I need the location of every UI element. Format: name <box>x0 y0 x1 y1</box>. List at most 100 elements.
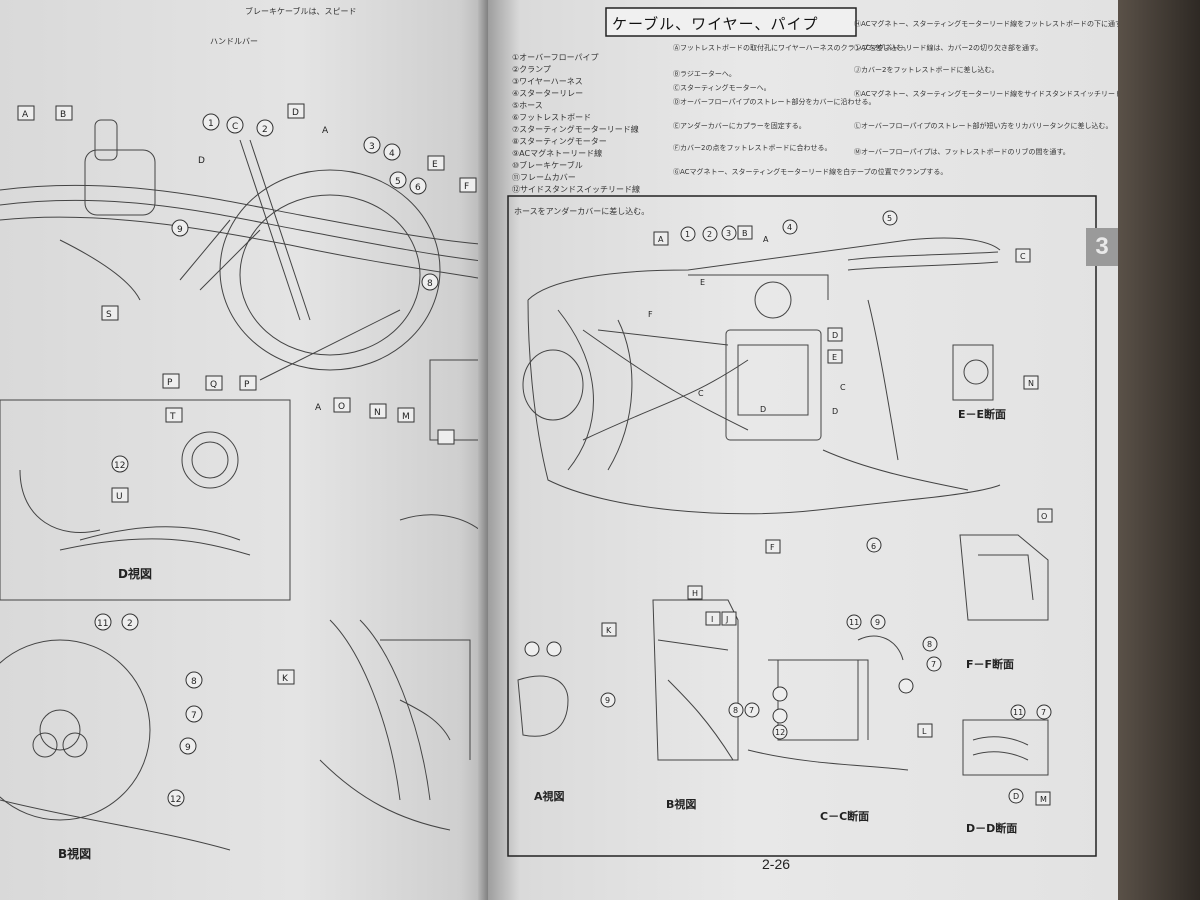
svg-text:Q: Q <box>210 380 217 390</box>
note-right-2: Ⓙカバー2をフットレストボードに差し込む。 <box>854 65 998 74</box>
note-mid-2: Ⓒスターティングモーターへ。 <box>673 83 771 92</box>
svg-text:N: N <box>374 408 381 418</box>
callout-d4: D <box>1013 792 1019 801</box>
svg-text:D: D <box>198 156 205 166</box>
note-mid-0: Ⓐフットレストボードの取付孔にワイヤーハーネスのクランプを差し込む。 <box>673 43 910 52</box>
caption-d-d-section: D－D断面 <box>966 821 1017 835</box>
callout-e: E <box>700 278 705 287</box>
callout-5: 5 <box>887 214 892 223</box>
note-left-9: ⑩ブレーキケーブル <box>512 160 583 170</box>
left-caption-d-view: D視図 <box>118 566 152 581</box>
note-left-3: ④スターターリレー <box>512 89 583 98</box>
note-left-10: ⑪フレームカバー <box>512 173 576 182</box>
callout-m: M <box>1040 795 1047 804</box>
caption-f-f-section: F－F断面 <box>966 657 1014 671</box>
page-number: 2-26 <box>762 856 791 872</box>
desk-background <box>1118 0 1200 900</box>
svg-text:S: S <box>106 310 112 320</box>
callout-8b: 8 <box>927 640 932 649</box>
note-left-5: ⑥フットレストボード <box>512 113 591 122</box>
section-title: ケーブル、ワイヤー、パイプ <box>612 15 819 33</box>
callout-c2: C <box>698 389 704 398</box>
svg-text:B: B <box>60 110 66 120</box>
callout-a: A <box>658 235 664 244</box>
svg-text:9: 9 <box>185 743 191 753</box>
note-right-0: ⒽACマグネトー、スターティングモーターリード線をフットレストボードの下に通す。 <box>854 19 1128 28</box>
svg-text:8: 8 <box>191 677 197 687</box>
svg-text:D: D <box>292 108 299 118</box>
note-right-4: Ⓛオーバーフローパイプのストレート部が短い方をリカバリータンクに差し込む。 <box>854 121 1112 130</box>
svg-text:12: 12 <box>170 795 181 805</box>
callout-d: D <box>832 331 838 340</box>
svg-text:4: 4 <box>389 149 395 159</box>
note-mid-5: Ⓕカバー2の点をフットレストボードに合わせる。 <box>673 143 831 152</box>
callout-c: C <box>1020 252 1026 261</box>
svg-text:A: A <box>322 126 329 136</box>
callout-7: 7 <box>749 706 754 715</box>
note-left-11: ⑫サイドスタンドスイッチリード線 <box>512 184 640 194</box>
note-right-3: ⓀACマグネトー、スターティングモーターリード線をサイドスタンドスイッチリード線… <box>854 89 1128 98</box>
note-right-1: ⒾACマグネトーリード線は、カバー2の切り欠き部を通す。 <box>854 43 1042 52</box>
note-mid-1: Ⓑラジエーターへ。 <box>673 69 736 78</box>
note-mid-4: Ⓔアンダーカバーにカプラーを固定する。 <box>673 121 806 130</box>
callout-h: H <box>692 589 698 598</box>
diagram-frame <box>507 195 1097 857</box>
callout-4: 4 <box>787 223 792 232</box>
callout-11: 11 <box>849 618 859 627</box>
note-right-5: Ⓜオーバーフローパイプは、フットレストボードのリブの間を通す。 <box>854 147 1070 156</box>
callout-8: 8 <box>733 706 738 715</box>
right-wiring-diagram: ①オーバーフローパイプ ②クランプ ③ワイヤーハーネス ④スターターリレー ⑤ホ… <box>507 7 1128 857</box>
svg-text:5: 5 <box>395 177 401 187</box>
callout-6: 6 <box>871 542 876 551</box>
svg-text:P: P <box>244 380 250 390</box>
svg-text:2: 2 <box>262 125 268 135</box>
callout-d3: D <box>832 407 838 416</box>
svg-text:F: F <box>464 182 469 192</box>
note-mid-6: ⒼACマグネトー、スターティングモーターリード線を白テープの位置でクランプする。 <box>673 167 947 176</box>
callout-e2: E <box>832 353 837 362</box>
note-left-1: ②クランプ <box>512 65 551 74</box>
callout-2: 2 <box>707 230 712 239</box>
caption-e-e-section: E－E断面 <box>958 407 1006 421</box>
svg-text:9: 9 <box>177 225 183 235</box>
callout-7c: 7 <box>1041 708 1046 717</box>
callout-i: I <box>711 615 713 624</box>
callout-b: B <box>742 229 748 238</box>
callout-j: J <box>725 615 728 624</box>
callout-3: 3 <box>726 229 731 238</box>
note-left-2: ③ワイヤーハーネス <box>512 77 583 86</box>
note-left-6: ⑦スターティングモーターリード線 <box>512 124 639 134</box>
svg-text:A: A <box>22 110 29 120</box>
svg-text:E: E <box>432 160 438 170</box>
callout-c3: C <box>840 383 846 392</box>
note-left-0: ①オーバーフローパイプ <box>512 53 599 62</box>
note-left-4: ⑤ホース <box>512 101 543 110</box>
svg-text:1: 1 <box>208 119 214 129</box>
frame-note: ホースをアンダーカバーに差し込む。 <box>514 206 649 216</box>
callout-k: K <box>606 626 612 635</box>
callout-a-arrow: A <box>763 235 769 244</box>
svg-text:A: A <box>315 403 322 413</box>
svg-text:7: 7 <box>191 711 197 721</box>
svg-text:8: 8 <box>427 279 433 289</box>
callout-f2: F <box>770 543 775 552</box>
note-mid-3: Ⓓオーバーフローパイプのストレート部分をカバーに沿わせる。 <box>673 97 875 106</box>
callout-l: L <box>922 727 927 736</box>
callout-7b: 7 <box>931 660 936 669</box>
left-caption-b-view: B視図 <box>58 846 91 861</box>
callout-o: O <box>1041 512 1047 521</box>
caption-b-view: B視図 <box>666 797 696 811</box>
svg-text:T: T <box>169 412 176 422</box>
svg-text:M: M <box>402 412 410 422</box>
svg-text:11: 11 <box>97 619 108 629</box>
callout-d2: D <box>760 405 766 414</box>
note-left-7: ⑧スターティングモーター <box>512 136 607 146</box>
chapter-tab: 3 <box>1086 228 1118 266</box>
callout-9b: 9 <box>875 618 880 627</box>
callout-1: 1 <box>685 230 690 239</box>
callout-9: 9 <box>605 696 610 705</box>
callout-12: 12 <box>775 728 785 737</box>
svg-text:3: 3 <box>369 142 375 152</box>
svg-text:K: K <box>282 674 289 684</box>
